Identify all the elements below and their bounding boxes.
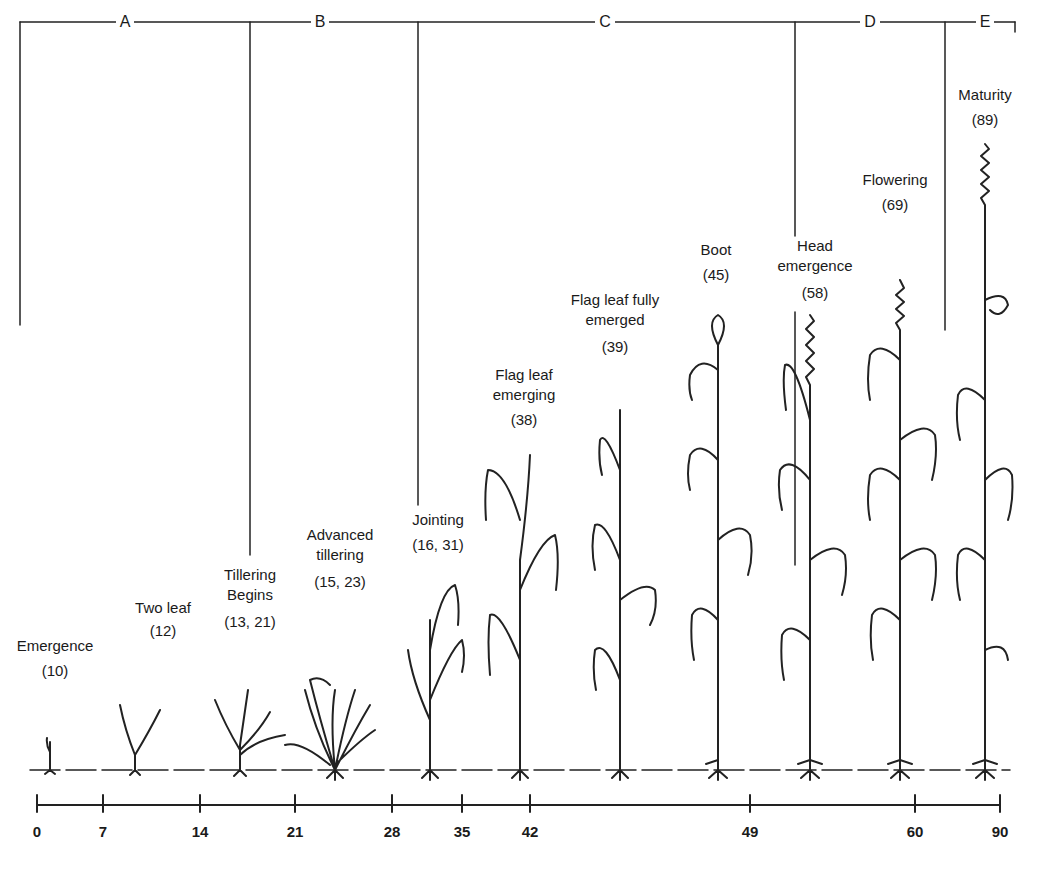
stage-code: (12) [150, 621, 177, 641]
stage-code: (58) [802, 283, 829, 303]
stage-code: (15, 23) [314, 572, 366, 592]
stage-name: Flag leaf fully emerged [563, 290, 667, 330]
day-number: 35 [454, 822, 471, 842]
stage-code: (16, 31) [412, 535, 464, 555]
stage-letter: B [311, 12, 330, 32]
day-number: 28 [384, 822, 401, 842]
advanced-tillering-plant [285, 678, 375, 780]
stage-name: Advanced tillering [301, 525, 379, 565]
day-number: 0 [33, 822, 41, 842]
day-number: 21 [287, 822, 304, 842]
stage-name: Emergence [17, 636, 94, 656]
stage-letter: E [976, 12, 995, 32]
day-number: 60 [907, 822, 924, 842]
stage-code: (39) [602, 337, 629, 357]
day-number: 7 [99, 822, 107, 842]
stage-letter: A [116, 12, 135, 32]
tillering-plant [215, 690, 285, 776]
stage-code: (45) [703, 265, 730, 285]
boot-plant [688, 315, 752, 780]
stage-code: (69) [882, 195, 909, 215]
stage-bracket [20, 22, 1015, 565]
stage-name: Jointing [412, 510, 464, 530]
stage-name: Flowering [862, 170, 927, 190]
day-number: 14 [192, 822, 209, 842]
stage-letter: D [860, 12, 880, 32]
stage-name: Head emergence [774, 236, 856, 276]
day-number: 90 [992, 822, 1009, 842]
stage-name: Two leaf [135, 598, 191, 618]
stage-letter: C [595, 12, 615, 32]
day-axis [37, 795, 1000, 812]
jointing-plant [408, 585, 464, 780]
stage-name: Boot [701, 240, 732, 260]
stage-name: Tillering Begins [215, 565, 285, 605]
emergence-plant [45, 738, 55, 774]
head-emergence-plant [779, 315, 846, 780]
stage-name: Maturity [958, 85, 1011, 105]
stage-name: Flag leaf emerging [486, 365, 562, 405]
stage-code: (89) [972, 110, 999, 130]
flag-leaf-emerged-plant [593, 410, 656, 780]
flowering-plant [868, 280, 936, 780]
maturity-plant [957, 144, 1013, 780]
stage-code: (10) [42, 661, 69, 681]
flag-leaf-emerging-plant [485, 455, 557, 780]
two-leaf-plant [120, 705, 160, 775]
stage-code: (38) [511, 410, 538, 430]
day-number: 49 [742, 822, 759, 842]
stage-code: (13, 21) [224, 612, 276, 632]
day-number: 42 [522, 822, 539, 842]
